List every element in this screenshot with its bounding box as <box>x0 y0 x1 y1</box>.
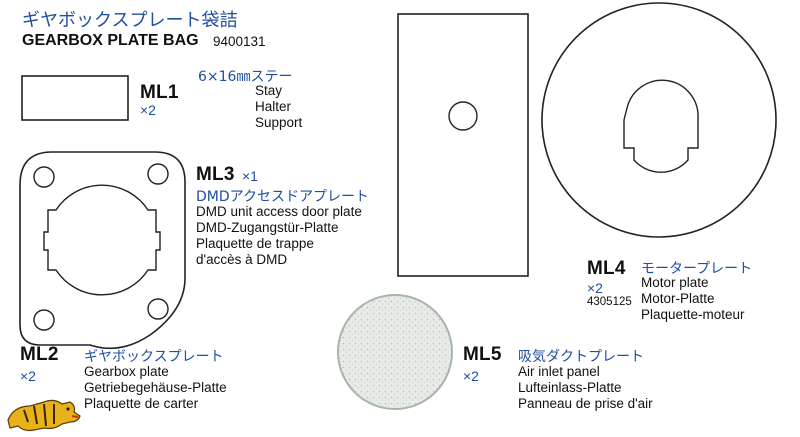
ml2-name-en: Gearbox plate <box>84 364 169 379</box>
ml1-name-de: Halter <box>255 99 292 114</box>
ml5-name-en: Air inlet panel <box>518 364 600 379</box>
ml2-name-jp: ギヤボックスプレート <box>84 349 224 365</box>
ml2-mount-hole <box>33 166 55 188</box>
ml5-names: Air inlet panel Lufteinlass-Platte Panne… <box>518 364 653 412</box>
ml5-code: ML5 <box>463 344 502 365</box>
ml1-stay-shape <box>21 75 129 121</box>
ml3-name-fr: Plaquette de trappe <box>196 236 314 251</box>
ml3-name-de: DMD-Zugangstür-Platte <box>196 220 339 235</box>
ml3-name-fr-2: d'accès à DMD <box>196 252 288 267</box>
ml4-motor-plate-shape <box>541 2 777 238</box>
ml2-name-fr: Plaquette de carter <box>84 396 199 411</box>
ml4-name-de: Motor-Platte <box>641 291 715 306</box>
ml5-quantity: ×2 <box>463 368 479 384</box>
ml2-center-opening <box>43 184 161 296</box>
ml4-rect-plate-shape <box>397 13 529 277</box>
ml3-name-en: DMD unit access door plate <box>196 204 362 219</box>
ml3-name-jp: DMDアクセスドアプレート <box>196 189 369 205</box>
ml2-mount-hole <box>147 298 169 320</box>
ml4-code: ML4 <box>587 258 626 279</box>
ml1-quantity: ×2 <box>140 102 156 118</box>
ml2-mount-hole <box>147 163 169 185</box>
ml4-names: Motor plate Motor-Platte Plaquette-moteu… <box>641 275 745 323</box>
ml3-code: ML3 <box>196 164 235 185</box>
ml1-name-en: Stay <box>255 83 283 98</box>
ml2-name-de: Getriebegehäuse-Platte <box>84 380 227 395</box>
bag-part-number: 9400131 <box>213 34 266 49</box>
ml1-names: Stay Halter Support <box>255 83 302 131</box>
ml2-gearbox-plate-shape <box>19 151 186 350</box>
ml1-name-fr: Support <box>255 115 303 130</box>
ml2-quantity: ×2 <box>20 368 36 384</box>
ml5-name-fr: Panneau de prise d'air <box>518 396 653 411</box>
ml4-name-en: Motor plate <box>641 275 709 290</box>
ml2-mount-hole <box>33 309 55 331</box>
ml2-code: ML2 <box>20 344 59 365</box>
ml1-code: ML1 <box>140 82 179 103</box>
ml5-name-de: Lufteinlass-Platte <box>518 380 622 395</box>
title-english: GEARBOX PLATE BAG <box>22 32 199 49</box>
tiger-logo-icon <box>7 399 81 432</box>
ml3-quantity: ×1 <box>242 168 258 184</box>
title-japanese: ギヤボックスプレート袋詰 <box>22 10 238 31</box>
ml3-names: DMD unit access door plate DMD-Zugangstü… <box>196 204 362 268</box>
ml5-air-inlet-panel-shape <box>337 294 453 410</box>
ml1-name-jp: 6×16㎜ステー <box>198 69 293 85</box>
ml4-name-jp: モータープレート <box>641 261 753 277</box>
rect-plate-hole <box>448 101 478 131</box>
ml5-name-jp: 吸気ダクトプレート <box>518 349 644 365</box>
ml4-name-fr: Plaquette-moteur <box>641 307 745 322</box>
ml2-names: Gearbox plate Getriebegehäuse-Platte Pla… <box>84 364 227 412</box>
ml4-quantity: ×2 <box>587 280 603 296</box>
ml4-part-number: 4305125 <box>587 296 632 308</box>
ml4-center-opening <box>623 79 699 173</box>
